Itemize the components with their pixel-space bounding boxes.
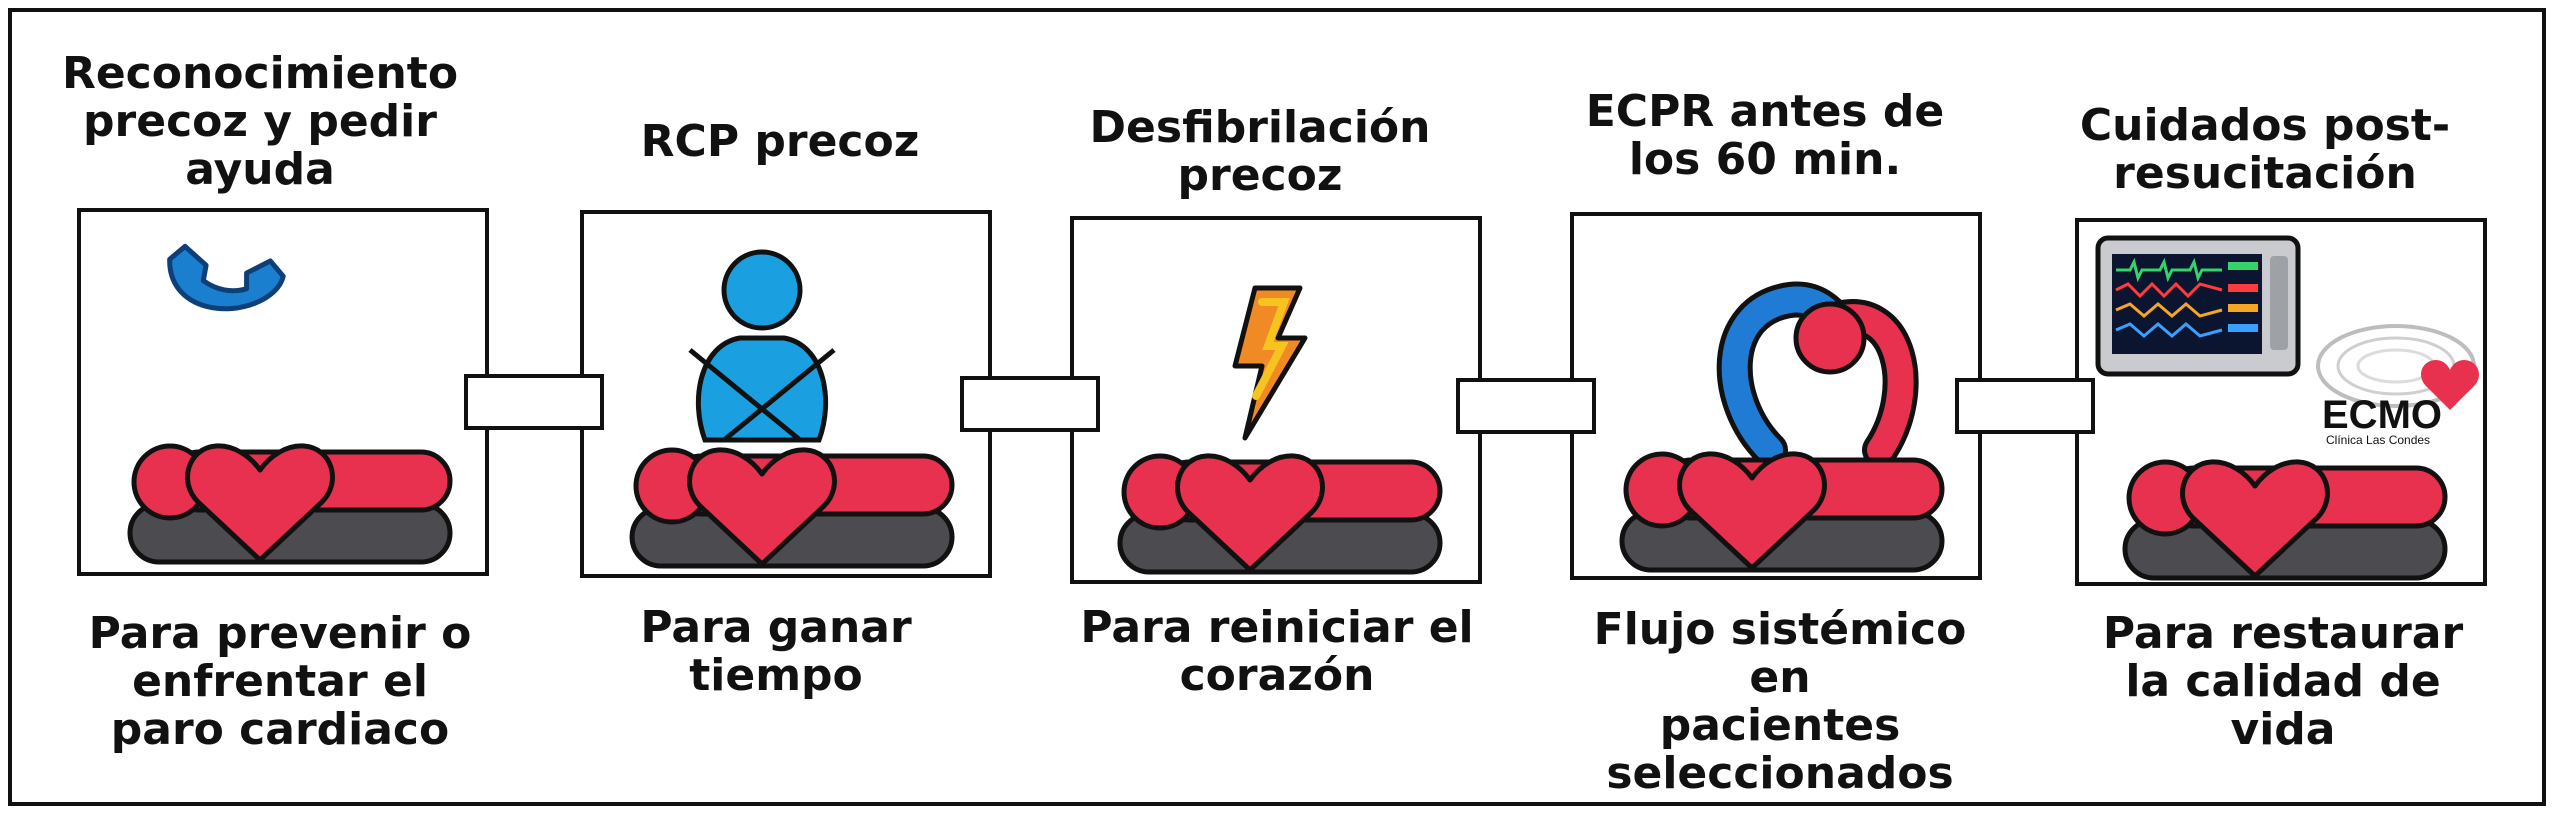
connector-4-5	[1955, 378, 2095, 434]
step-2-caption: Para ganar tiempo	[640, 602, 912, 701]
ecmo-logo: ECMO Clínica Las Condes	[2316, 324, 2479, 447]
step-3-title: Desfibrilación precoz	[1089, 102, 1431, 201]
connector-3-4	[1456, 378, 1596, 434]
patient-figure	[632, 450, 952, 566]
svg-text:ECMO: ECMO	[2322, 393, 2442, 437]
patient-figure	[2125, 462, 2445, 578]
lightning-bolt-icon	[1232, 285, 1308, 441]
svg-text:Clínica Las Condes: Clínica Las Condes	[2326, 433, 2430, 447]
vital-monitor-icon	[2095, 235, 2301, 377]
step-3-caption: Para reiniciar el corazón	[1080, 602, 1474, 701]
connector-2-3	[960, 376, 1100, 432]
step-1-caption: Para prevenir o enfrentar el paro cardia…	[88, 608, 472, 755]
connector-1-2	[464, 374, 604, 430]
diagram-frame	[8, 8, 2546, 806]
step-1-title: Reconocimiento precoz y pedir ayuda	[61, 48, 459, 195]
patient-figure	[1622, 454, 1942, 570]
circulation-loop-icon	[1716, 281, 1919, 468]
step-5-title: Cuidados post- resucitación	[2079, 100, 2451, 199]
step-4-caption: Flujo sistémico en pacientes seleccionad…	[1593, 604, 1967, 799]
patient-figure	[1120, 456, 1440, 572]
step-4-title: ECPR antes de los 60 min.	[1585, 86, 1945, 185]
step-2-title: RCP precoz	[640, 116, 920, 167]
step-5-caption: Para restaurar la calidad de vida	[2102, 608, 2464, 755]
patient-figure	[130, 446, 450, 562]
phone-icon	[167, 243, 286, 312]
rescuer-icon	[688, 249, 836, 443]
